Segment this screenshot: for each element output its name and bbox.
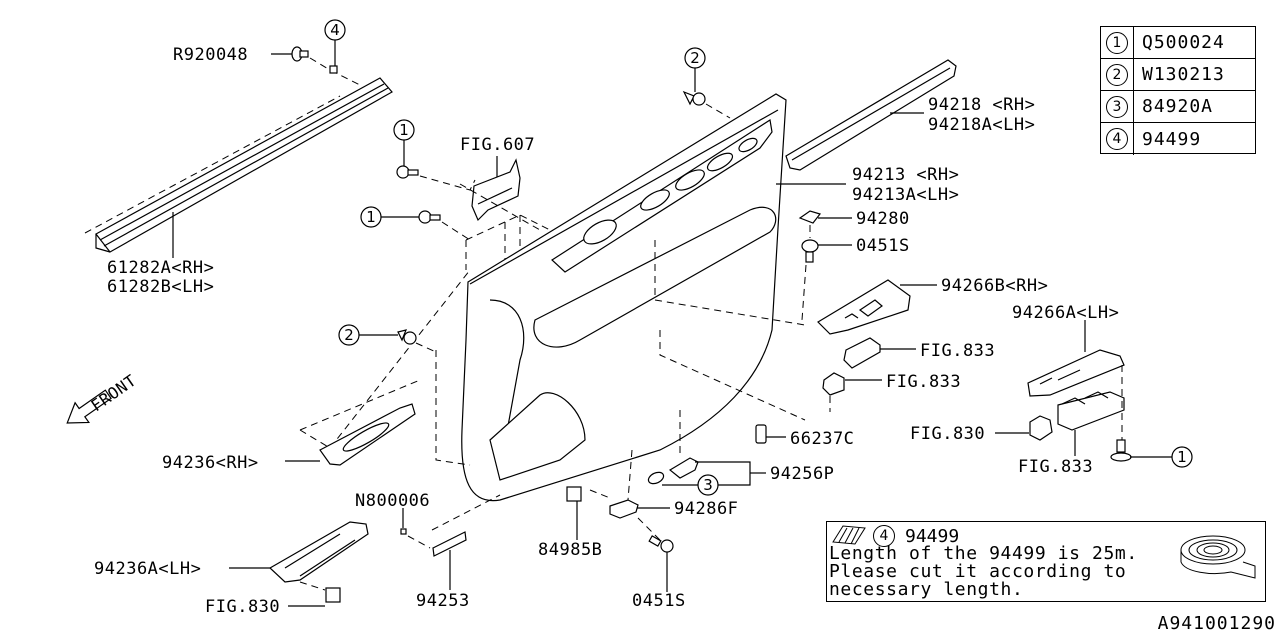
label-94256p: 94256P — [770, 464, 834, 484]
label-fig830-right: FIG.830 — [910, 424, 985, 444]
clip-icon — [682, 90, 706, 106]
bulb-icon — [755, 424, 767, 444]
label-94213-rh: 94213 <RH> — [852, 165, 959, 185]
legend-number: 2 — [1106, 63, 1128, 86]
label-94213a-lh: 94213A<LH> — [852, 185, 959, 205]
callout-1-a: 1 — [393, 119, 415, 141]
note-header: 4 94499 — [873, 525, 959, 547]
label-n800006: N800006 — [355, 491, 430, 511]
callout-2-left: 2 — [338, 324, 360, 346]
callout-1-b: 1 — [360, 206, 382, 228]
label-fig830-left: FIG.830 — [205, 597, 280, 617]
screw-icon — [418, 210, 441, 224]
reflector-part — [609, 499, 639, 519]
switch-part — [325, 587, 341, 603]
legend-row: 4 94499 — [1101, 123, 1255, 155]
legend-number: 4 — [1106, 128, 1128, 150]
svg-text:1: 1 — [366, 208, 376, 226]
tape-hatch-icon — [832, 525, 866, 545]
inner-handle-part — [471, 158, 521, 222]
label-fig833-c: FIG.833 — [1018, 457, 1093, 477]
tape-piece-icon — [329, 65, 338, 74]
svg-text:3: 3 — [703, 476, 713, 494]
svg-text:4: 4 — [330, 21, 340, 39]
callout-3: 3 — [697, 474, 719, 496]
clip-icon — [397, 329, 417, 345]
svg-text:1: 1 — [399, 121, 409, 139]
switch-part — [822, 372, 845, 396]
label-94286f: 94286F — [674, 499, 738, 519]
svg-text:1: 1 — [1177, 448, 1187, 466]
label-66237c: 66237C — [790, 429, 854, 449]
legend-row: 1 Q500024 — [1101, 27, 1255, 59]
tape-note-box: 4 94499 Length of the 94499 is 25m.Pleas… — [826, 521, 1266, 602]
label-94218-rh: 94218 <RH> — [928, 95, 1035, 115]
handle-bezel-rh-part — [319, 403, 416, 466]
note-line: necessary length. — [829, 579, 1024, 600]
note-part-number: 94499 — [905, 525, 960, 547]
svg-text:2: 2 — [344, 326, 354, 344]
label-0451s-bottom: 0451S — [632, 591, 686, 611]
legend-row: 3 84920A — [1101, 91, 1255, 123]
switch-panel-lh-part — [1027, 349, 1125, 397]
legend-table: 1 Q500024 2 W130213 3 84920A 4 94499 — [1100, 26, 1256, 155]
weatherstrip-part — [84, 77, 393, 253]
label-94266a-lh: 94266A<LH> — [1012, 303, 1119, 323]
lamp-part — [668, 457, 699, 479]
rivet-icon — [291, 46, 309, 62]
tape-roll-icon — [1180, 535, 1256, 579]
label-fig607: FIG.607 — [460, 135, 535, 155]
pad-part — [432, 531, 467, 557]
screw-icon — [648, 535, 674, 553]
handle-bezel-lh-part — [268, 521, 369, 583]
label-fig833-b: FIG.833 — [886, 372, 961, 392]
legend-part-code: Q500024 — [1142, 32, 1225, 53]
label-94266b-rh: 94266B<RH> — [941, 276, 1048, 296]
legend-part-code: 94499 — [1142, 128, 1202, 150]
screw-icon — [1110, 439, 1132, 462]
front-label: FRONT — [87, 371, 139, 416]
legend-part-code: 84920A — [1142, 96, 1214, 117]
note-callout-number: 4 — [873, 525, 895, 547]
label-84985b: 84985B — [538, 540, 602, 560]
label-94236a-lh: 94236A<LH> — [94, 559, 201, 579]
callout-2-top: 2 — [684, 47, 706, 69]
belt-molding-part — [785, 59, 957, 171]
door-trim-panel-part — [435, 93, 806, 502]
label-94280: 94280 — [856, 209, 910, 229]
label-61282b: 61282B<LH> — [107, 277, 214, 297]
callout-4-top: 4 — [324, 19, 346, 41]
screw-icon — [396, 165, 419, 179]
legend-number: 3 — [1106, 95, 1128, 118]
note-line: Please cut it according to — [829, 561, 1127, 582]
label-94218a-lh: 94218A<LH> — [928, 115, 1035, 135]
screw-icon — [801, 239, 819, 263]
nut-icon — [400, 528, 407, 535]
legend-number: 1 — [1106, 31, 1128, 54]
label-94253: 94253 — [416, 591, 470, 611]
note-text: Length of the 94499 is 25m.Please cut it… — [829, 545, 1138, 599]
reference-code: A941001290 — [1157, 613, 1276, 634]
label-r920048: R920048 — [173, 45, 248, 65]
cap-icon — [798, 210, 822, 224]
label-94236-rh: 94236<RH> — [162, 453, 259, 473]
label-fig833-a: FIG.833 — [920, 341, 995, 361]
legend-part-code: W130213 — [1142, 64, 1225, 85]
label-0451s-top: 0451S — [856, 236, 910, 256]
switch-block-part — [1057, 391, 1125, 431]
clip-nut-icon — [566, 486, 582, 502]
switch-part — [843, 337, 881, 369]
lamp-bulb-icon — [647, 471, 665, 485]
note-line: Length of the 94499 is 25m. — [829, 543, 1138, 564]
svg-text:2: 2 — [690, 49, 700, 67]
front-arrow-icon — [66, 389, 112, 424]
switch-part — [1029, 415, 1053, 441]
legend-row: 2 W130213 — [1101, 59, 1255, 91]
callout-1-right: 1 — [1171, 446, 1193, 468]
label-61282a: 61282A<RH> — [107, 258, 214, 278]
